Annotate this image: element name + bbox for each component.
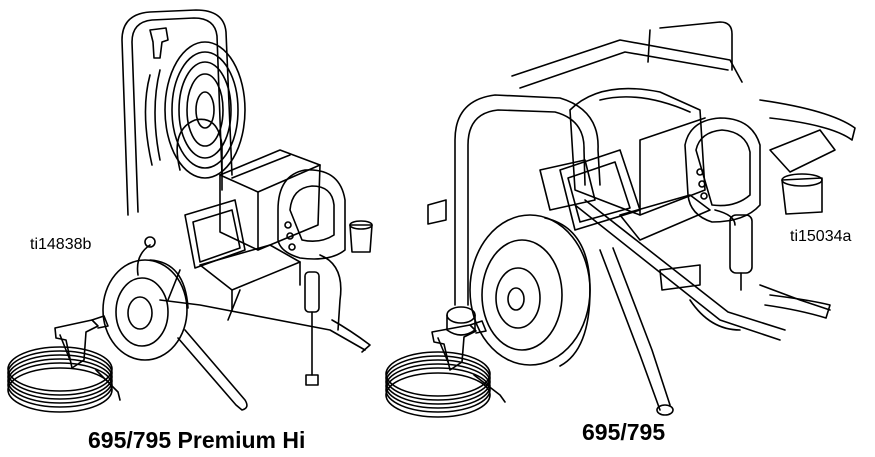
left-figure-reference-id: ti14838b xyxy=(30,236,92,253)
right-model-caption: 695/795 xyxy=(582,419,666,445)
right-figure-reference-id: ti15034a xyxy=(790,228,852,245)
left-model-caption: 695/795 Premium Hi xyxy=(88,427,306,453)
left-hose-and-gun-illustration xyxy=(7,315,121,413)
standard-sprayer-illustration xyxy=(427,21,856,416)
right-hose-and-gun-illustration xyxy=(385,320,506,418)
premium-hi-sprayer-illustration xyxy=(102,9,373,411)
